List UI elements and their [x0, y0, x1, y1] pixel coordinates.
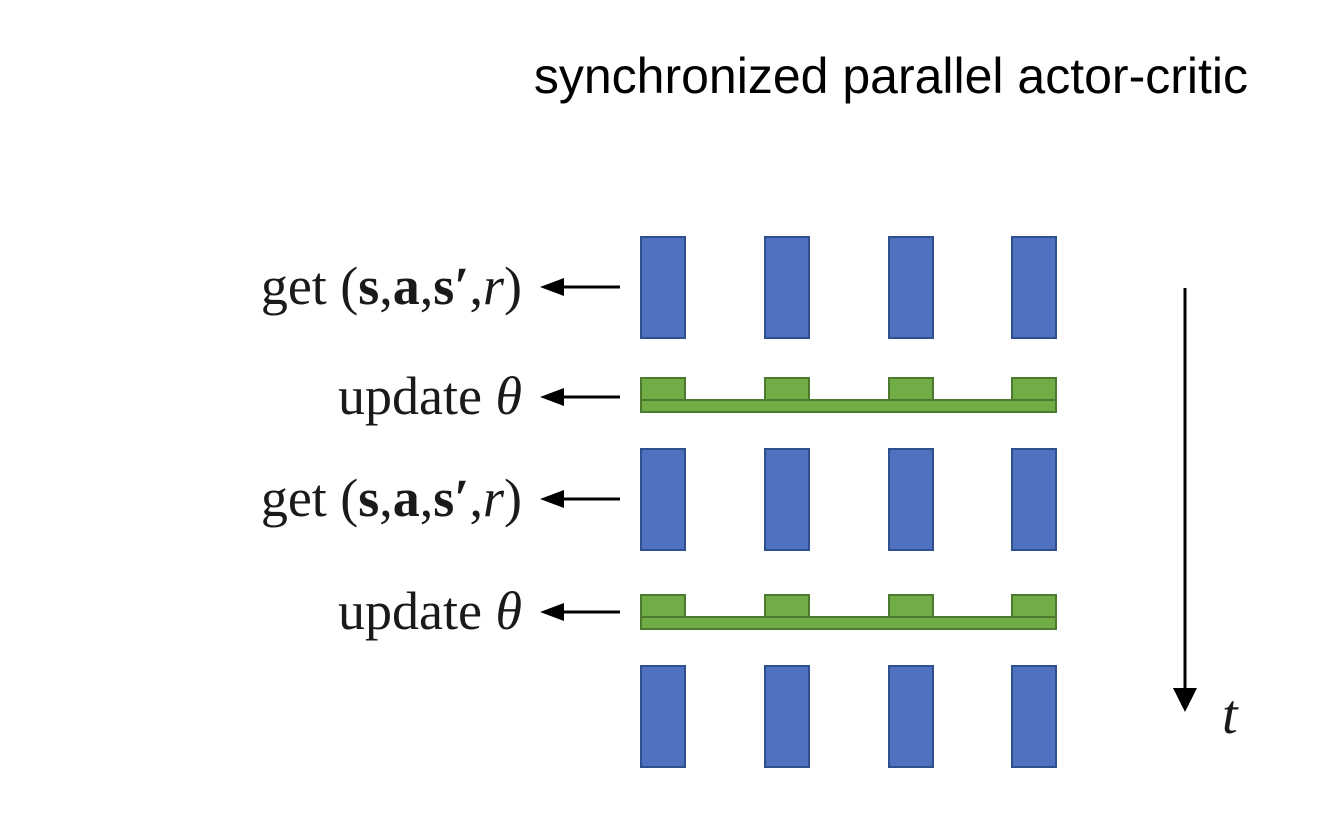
math-token: r	[483, 468, 505, 528]
row-1: get (s,a,s′,r)	[261, 236, 1057, 339]
update-theta-label: update θ	[338, 366, 522, 426]
row-5	[640, 665, 1057, 768]
time-axis: t	[1173, 288, 1239, 746]
math-token: s′	[433, 468, 469, 528]
get-transition-label: get (s,a,s′,r)	[261, 468, 522, 528]
math-token: ,	[470, 468, 484, 528]
math-token: ,	[379, 256, 393, 316]
worker-block	[888, 236, 934, 339]
worker-block	[764, 448, 810, 551]
row-3: get (s,a,s′,r)	[261, 448, 1057, 551]
math-token: s	[358, 468, 379, 528]
label-word: update	[338, 581, 495, 641]
math-token: a	[393, 256, 420, 316]
worker-block	[764, 665, 810, 768]
row-arrowhead	[540, 603, 564, 621]
update-tab	[764, 377, 810, 401]
math-token: )	[504, 468, 522, 528]
theta-symbol: θ	[495, 366, 522, 426]
row-arrowhead	[540, 278, 564, 296]
worker-block	[888, 448, 934, 551]
math-token: ,	[379, 468, 393, 528]
math-token: ,	[470, 256, 484, 316]
update-theta-label: update θ	[338, 581, 522, 641]
row-arrowhead	[540, 388, 564, 406]
math-token: ,	[420, 468, 434, 528]
math-token: (	[340, 256, 358, 316]
math-token: r	[483, 256, 505, 316]
update-bar	[640, 616, 1057, 630]
row-4: update θ	[338, 581, 1057, 641]
update-tab	[888, 594, 934, 618]
row-arrowhead	[540, 490, 564, 508]
time-axis-arrowhead	[1173, 688, 1197, 712]
label-word: update	[338, 366, 495, 426]
worker-block	[1011, 236, 1057, 339]
math-token: a	[393, 468, 420, 528]
math-token: (	[340, 468, 358, 528]
label-word: get	[261, 256, 340, 316]
worker-block	[888, 665, 934, 768]
math-token: )	[504, 256, 522, 316]
label-word: get	[261, 468, 340, 528]
diagram-title: synchronized parallel actor-critic	[534, 48, 1248, 104]
update-tab	[1011, 377, 1057, 401]
math-token: ,	[420, 256, 434, 316]
math-token: s	[358, 256, 379, 316]
update-tab	[764, 594, 810, 618]
worker-block	[640, 448, 686, 551]
worker-block	[764, 236, 810, 339]
get-transition-label: get (s,a,s′,r)	[261, 256, 522, 316]
theta-symbol: θ	[495, 581, 522, 641]
update-tab	[1011, 594, 1057, 618]
worker-block	[640, 236, 686, 339]
worker-block	[1011, 448, 1057, 551]
time-axis-label: t	[1222, 684, 1239, 746]
update-tab	[640, 377, 686, 401]
update-bar	[640, 399, 1057, 413]
row-2: update θ	[338, 366, 1057, 426]
update-tab	[888, 377, 934, 401]
math-token: s′	[433, 256, 469, 316]
worker-block	[640, 665, 686, 768]
update-tab	[640, 594, 686, 618]
worker-block	[1011, 665, 1057, 768]
